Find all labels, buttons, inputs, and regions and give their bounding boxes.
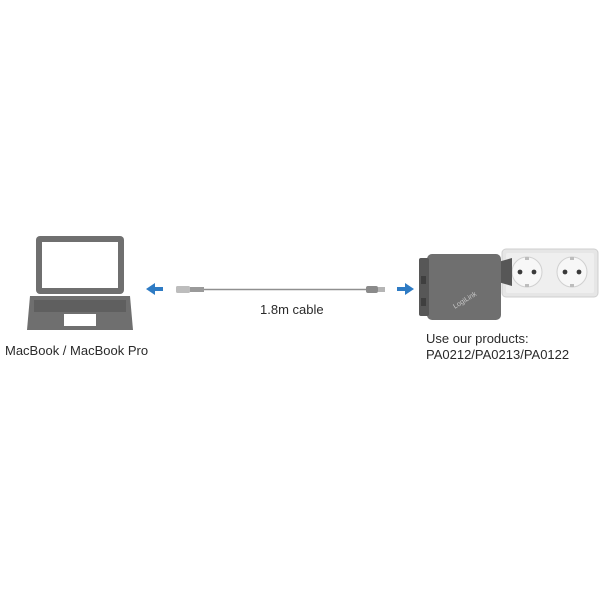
products-list: PA0212/PA0213/PA0122 [426, 347, 570, 362]
cable-icon [176, 286, 385, 293]
cable-label: 1.8m cable [260, 302, 324, 317]
charger-icon: LogiLink [419, 254, 512, 320]
products-heading: Use our products: [426, 331, 529, 346]
right-arrow-icon [397, 283, 414, 295]
laptop-label: MacBook / MacBook Pro [5, 343, 149, 358]
left-arrow-icon [146, 283, 163, 295]
laptop-icon [27, 236, 133, 330]
wall-socket-icon [501, 248, 599, 298]
